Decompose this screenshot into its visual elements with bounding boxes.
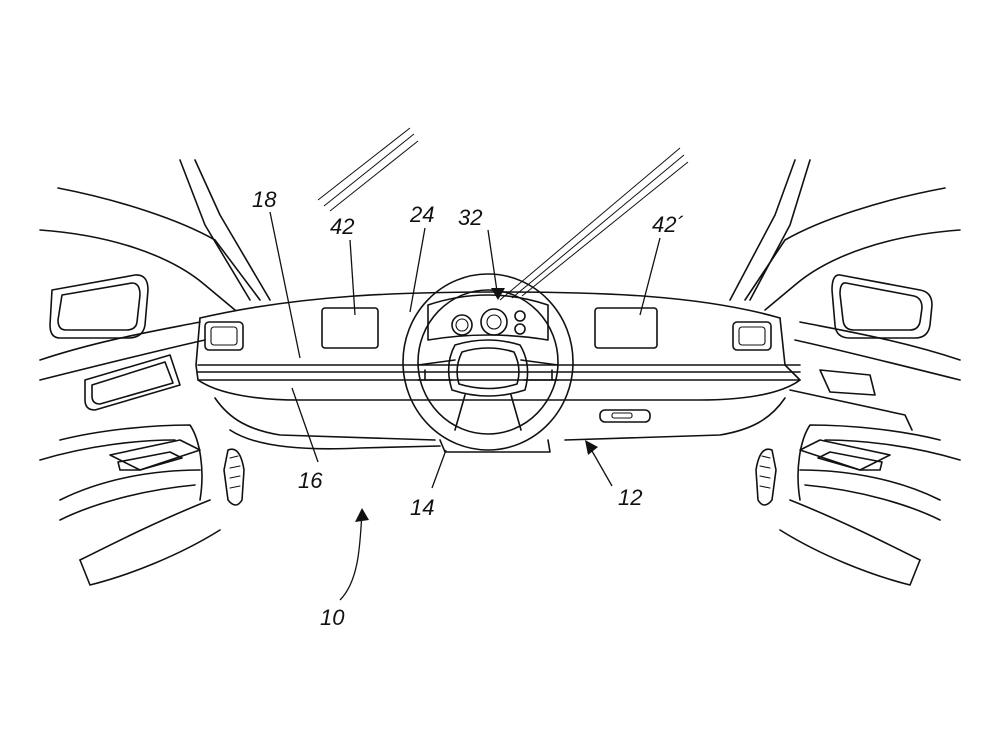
left-door [39, 321, 245, 586]
label-upper-dash: 18 [252, 187, 277, 212]
left-vent [204, 321, 244, 351]
leader-lines [269, 211, 661, 601]
windshield-hatch [317, 127, 689, 301]
label-dash-panel: 24 [409, 202, 434, 227]
label-steering-wheel: 14 [410, 495, 434, 520]
label-instrument-cluster: 32 [458, 205, 482, 230]
label-dashboard: 12 [618, 485, 642, 510]
instrument-cluster [427, 294, 549, 341]
right-display [594, 307, 658, 349]
left-display [321, 307, 379, 349]
right-door [755, 321, 961, 586]
right-mirror [831, 274, 933, 339]
right-vent [732, 321, 772, 351]
label-left-display: 42 [330, 214, 354, 239]
left-mirror [49, 274, 149, 339]
label-vehicle: 10 [320, 605, 345, 630]
dashboard [195, 291, 801, 450]
label-right-display: 42´ [652, 212, 684, 237]
a-pillars [39, 159, 961, 311]
glovebox-handle [599, 409, 651, 423]
label-lower-trim: 16 [298, 468, 323, 493]
steering-wheel [402, 273, 574, 453]
